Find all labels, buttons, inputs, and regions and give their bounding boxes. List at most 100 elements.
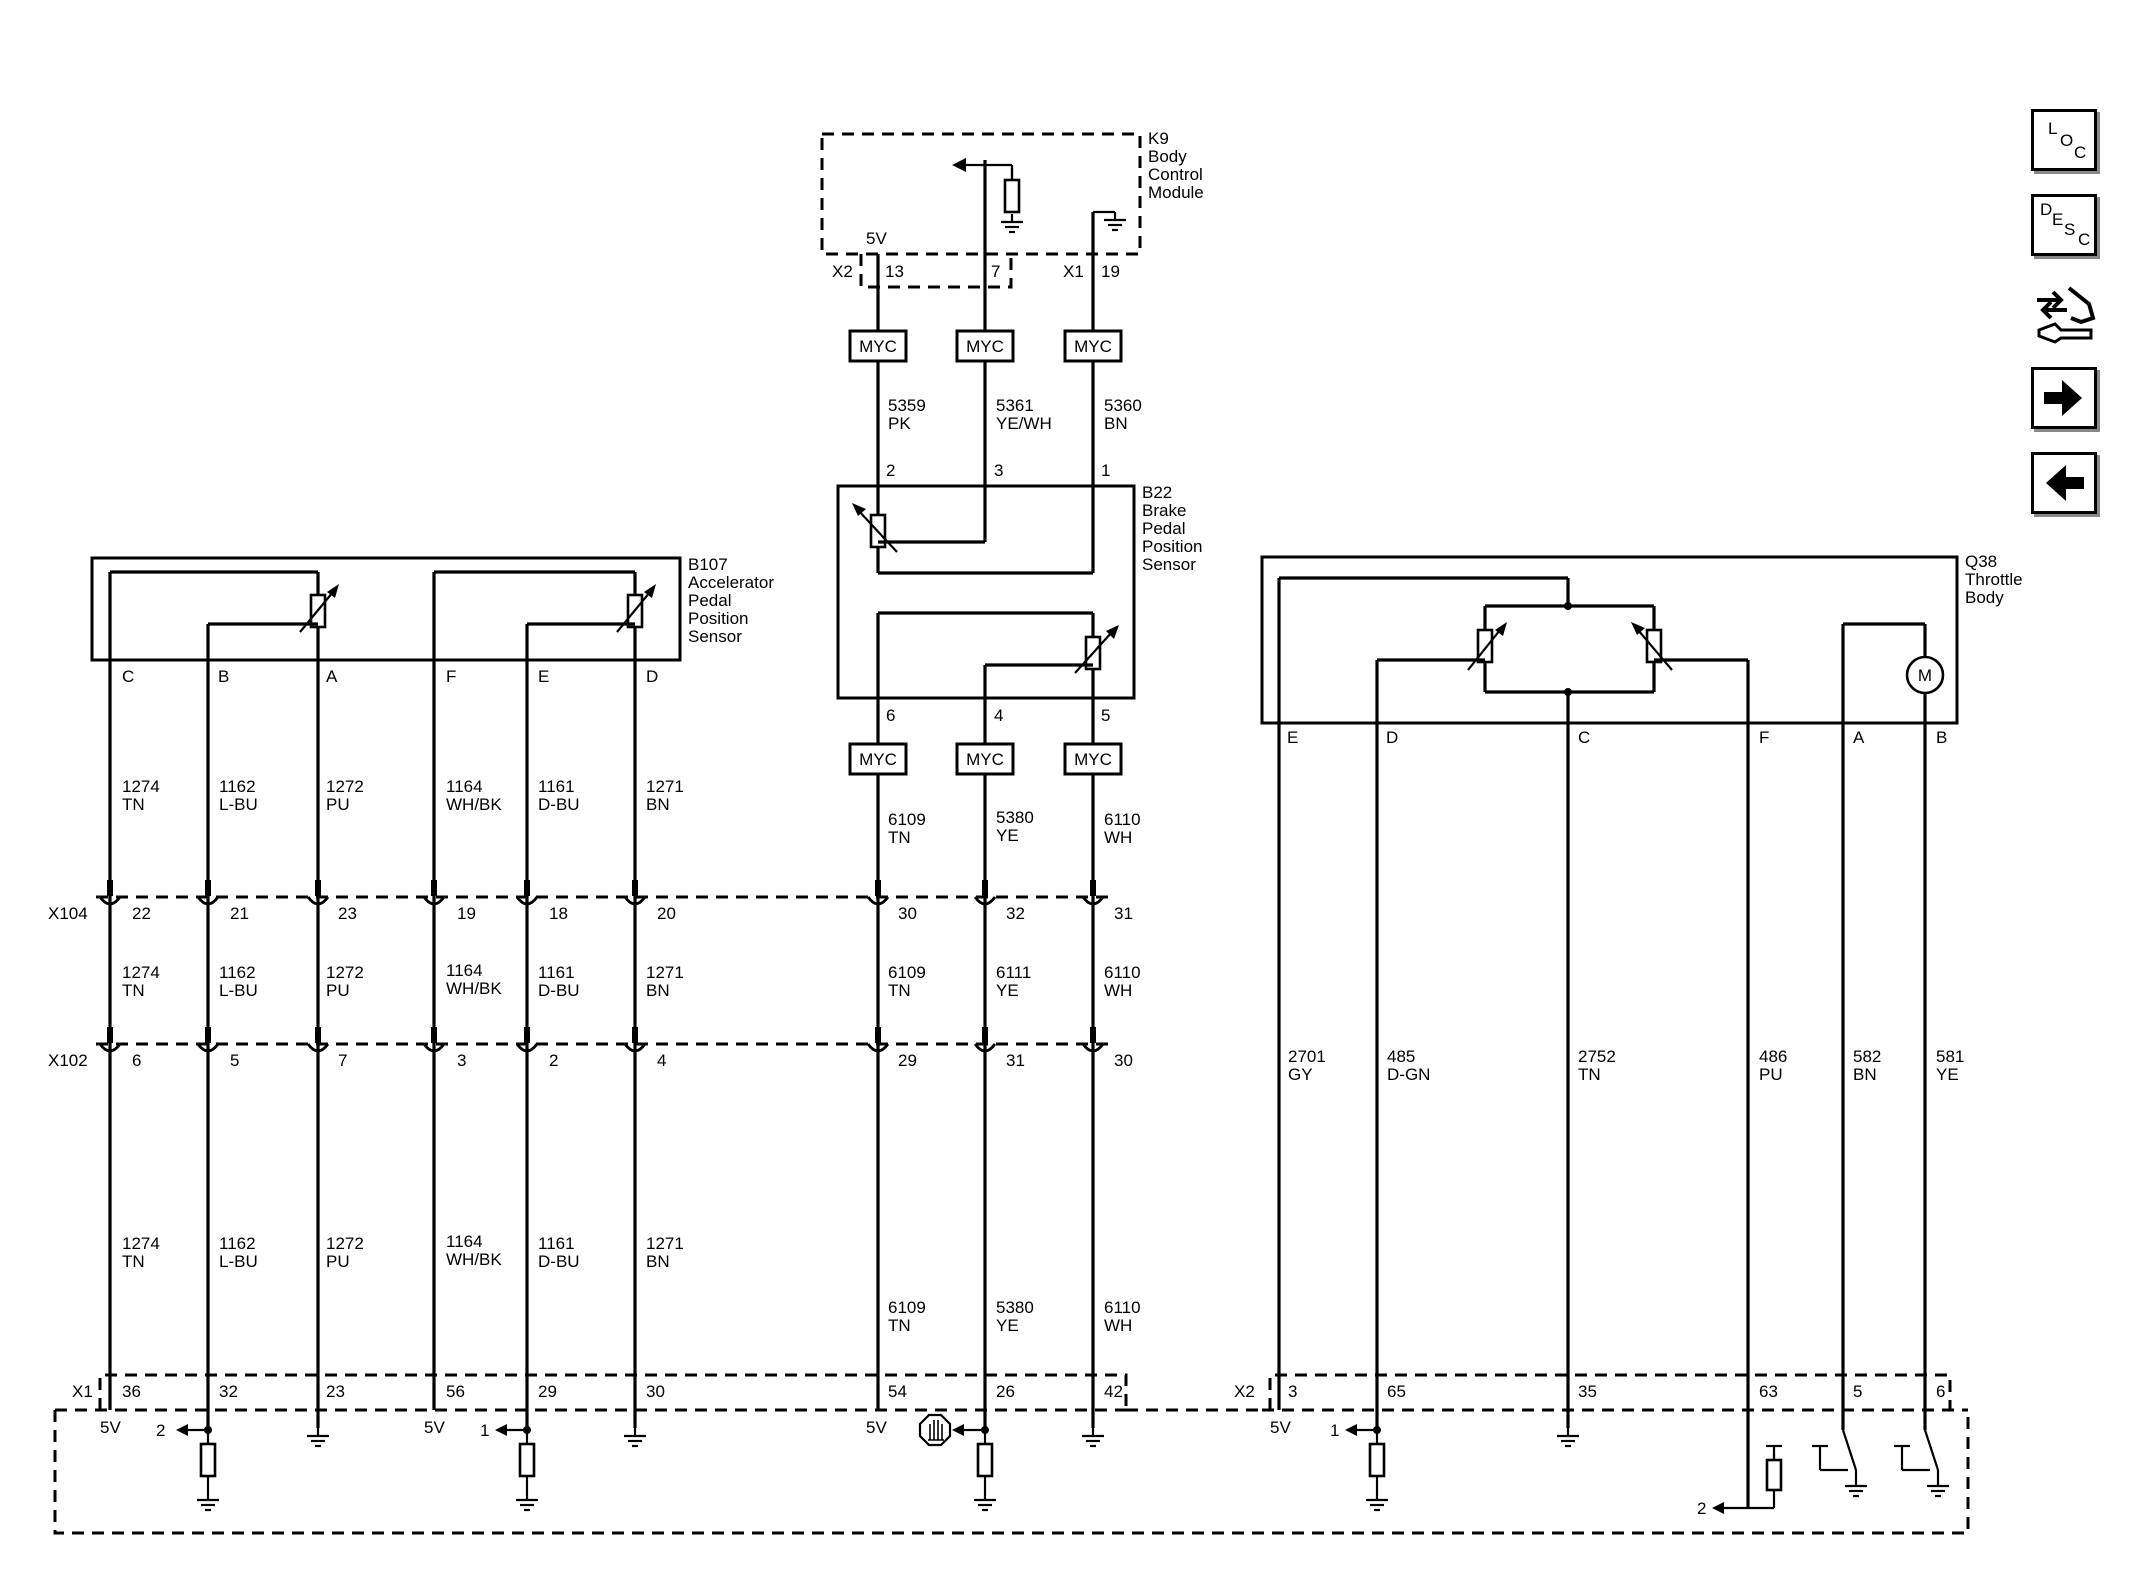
x104-connector: X104 22 21 23 19 18 20 30 32 31 [48,880,1133,923]
ecm-pulldown-208: 2 [156,1421,221,1512]
wire-num: 582 [1853,1047,1881,1066]
ref-2-label: 2 [156,1421,165,1440]
ecm-5v-label: 5V [866,1418,887,1437]
b22-label-4: Sensor [1142,555,1196,574]
b107-label-2: Pedal [688,591,731,610]
q38-pin-e: E [1287,728,1298,747]
wire-num: 6110 [1104,963,1141,982]
wire-color: TN [888,981,911,1000]
wire-color: BN [646,1252,670,1271]
q38-pin-a: A [1853,728,1865,747]
wire-color: WH/BK [446,979,502,998]
myc-label: MYC [966,750,1004,769]
wire-color: D-BU [538,1252,580,1271]
x102-pin: 2 [549,1051,558,1070]
wire-color: TN [1578,1065,1601,1084]
myc-label: MYC [1074,337,1112,356]
ecm-pulldown-527: 1 [480,1421,540,1512]
x102-pin: 31 [1006,1051,1025,1070]
b107-label-3: Position [688,609,748,628]
b107-pin-f: F [446,667,456,686]
wire-num: 486 [1759,1047,1787,1066]
ecm-pulldown-985 [918,1413,998,1512]
wire-color: BN [1853,1065,1877,1084]
wire-color: YE [996,826,1019,845]
k9-5v-label: 5V [866,229,887,248]
x102-pin: 4 [657,1051,666,1070]
wire-num: 1274 [122,777,160,796]
wire-num: 5380 [996,808,1034,827]
wire-5360-num: 5360 [1104,396,1142,415]
wire-num: 6109 [888,1298,926,1317]
desc-button[interactable]: D E S C [2031,194,2097,256]
wire-color: TN [888,1316,911,1335]
desc-letter: C [2078,230,2091,249]
x104-pin: 30 [898,904,917,923]
b22-ref: B22 [1142,483,1172,502]
q38-label-2: Body [1965,588,2004,607]
x104-pin: 20 [657,904,676,923]
x104-pin: 31 [1114,904,1133,923]
wire-num: 6111 [996,963,1031,982]
b22-label-1: Brake [1142,501,1186,520]
wire-num: 1272 [326,1234,364,1253]
k9-x2-label: X2 [832,262,853,281]
x1-pin: 42 [1104,1382,1123,1401]
b107-pin-c: C [122,667,134,686]
b22-pin-6: 6 [886,706,895,725]
myc-label: MYC [966,337,1004,356]
k9-b22-wiring: MYC MYC MYC 5359 PK 5361 YE/WH 5360 BN [848,160,1142,486]
b22-pin-3: 3 [994,461,1003,480]
x102-pin: 29 [898,1051,917,1070]
connector-tool-icon[interactable] [2031,278,2103,350]
b22-pin-4: 4 [994,706,1003,725]
x104-pin: 21 [230,904,249,923]
x1-label: X1 [72,1382,93,1401]
x102-pin: 30 [1114,1051,1133,1070]
wire-color: D-BU [538,795,580,814]
wire-num: 1271 [646,963,684,982]
wire-num: 6109 [888,810,926,829]
wire-5361-color: YE/WH [996,414,1052,433]
loc-letter: O [2060,131,2074,150]
desc-letter: E [2052,210,2064,229]
wire-color: GY [1288,1065,1313,1084]
x2-pin: 65 [1387,1382,1406,1401]
wire-num: 5380 [996,1298,1034,1317]
desc-letter: D [2040,200,2053,219]
q38-label-1: Throttle [1965,570,2023,589]
wire-color: PU [1759,1065,1783,1084]
ecm-5v-label: 5V [1270,1418,1291,1437]
x104-pin: 32 [1006,904,1025,923]
b107-label-4: Sensor [688,627,742,646]
wire-color: PU [326,795,350,814]
myc-label: MYC [859,750,897,769]
x102-pin: 3 [457,1051,466,1070]
k9-pin-13: 13 [885,262,904,281]
wire-num: 1164 [446,1232,483,1251]
previous-page-button[interactable] [2031,452,2097,514]
b22-pin-1: 1 [1101,461,1110,480]
next-page-button[interactable] [2031,367,2097,429]
wire-5359-color: PK [888,414,911,433]
wire-num: 1164 [446,777,483,796]
ecm-q38-circuit: 2 [1697,1410,1951,1518]
k9-body-control-module: K9 Body Control Module 5V X2 13 7 X1 19 [820,129,1204,289]
x2-pin: 63 [1759,1382,1778,1401]
wire-color: WH [1104,981,1132,1000]
x104-pin: 22 [132,904,151,923]
wire-5361-num: 5361 [996,396,1034,415]
arrow-right-icon [2044,380,2082,416]
wire-color: D-GN [1387,1065,1430,1084]
loc-button[interactable]: L O C [2031,109,2097,171]
b22-label-3: Position [1142,537,1202,556]
wire-num: 1271 [646,777,684,796]
wire-num: 1164 [446,961,483,980]
arrow-left-icon [2046,465,2084,501]
x1-pin: 36 [122,1382,141,1401]
wire-num: 1162 [219,777,256,796]
x2-pin: 6 [1936,1382,1945,1401]
wire-num: 1162 [219,1234,256,1253]
